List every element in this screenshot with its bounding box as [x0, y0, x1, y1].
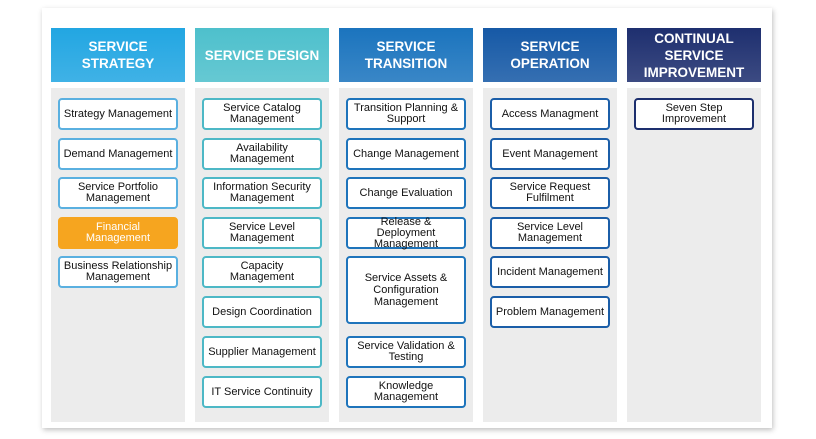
- column-service-design: SERVICE DESIGN Service Catalog Management…: [195, 28, 329, 422]
- process-box[interactable]: Seven Step Improvement: [634, 98, 754, 130]
- process-box[interactable]: Service Level Management: [202, 217, 322, 249]
- process-box[interactable]: Availability Management: [202, 138, 322, 170]
- process-box[interactable]: Event Management: [490, 138, 610, 170]
- column-header: SERVICE TRANSITION: [339, 28, 473, 82]
- process-box[interactable]: Release & Deployment Management: [346, 216, 466, 249]
- process-box[interactable]: Financial Management: [58, 217, 178, 249]
- column-continual-service-improvement: CONTINUAL SERVICE IMPROVEMENT Seven Step …: [627, 28, 761, 422]
- process-box[interactable]: Information Security Management: [202, 177, 322, 209]
- process-box[interactable]: Incident Management: [490, 256, 610, 288]
- process-box[interactable]: Access Managment: [490, 98, 610, 130]
- process-box[interactable]: Service Level Management: [490, 217, 610, 249]
- process-box[interactable]: Knowledge Management: [346, 376, 466, 408]
- process-box[interactable]: Demand Management: [58, 138, 178, 170]
- column-header: SERVICE DESIGN: [195, 28, 329, 82]
- process-box[interactable]: Capacity Management: [202, 256, 322, 288]
- process-box[interactable]: Problem Management: [490, 296, 610, 328]
- process-box[interactable]: Change Management: [346, 138, 466, 170]
- process-box[interactable]: Supplier Management: [202, 336, 322, 368]
- process-box[interactable]: Service Portfolio Management: [58, 177, 178, 209]
- column-header: SERVICE STRATEGY: [51, 28, 185, 82]
- process-box[interactable]: Service Request Fulfilment: [490, 177, 610, 209]
- column-header: SERVICE OPERATION: [483, 28, 617, 82]
- process-box[interactable]: Transition Planning & Support: [346, 98, 466, 130]
- process-box[interactable]: Service Validation & Testing: [346, 336, 466, 368]
- column-service-transition: SERVICE TRANSITION Transition Planning & …: [339, 28, 473, 422]
- process-box[interactable]: Strategy Management: [58, 98, 178, 130]
- process-box[interactable]: Change Evaluation: [346, 177, 466, 209]
- process-box[interactable]: IT Service Continuity: [202, 376, 322, 408]
- column-body: Seven Step Improvement: [627, 88, 761, 422]
- process-box[interactable]: Service Catalog Management: [202, 98, 322, 130]
- process-box[interactable]: Service Assets & Configuration Managemen…: [346, 256, 466, 324]
- process-box[interactable]: Business Relationship Management: [58, 256, 178, 288]
- column-header: CONTINUAL SERVICE IMPROVEMENT: [627, 28, 761, 82]
- process-box[interactable]: Design Coordination: [202, 296, 322, 328]
